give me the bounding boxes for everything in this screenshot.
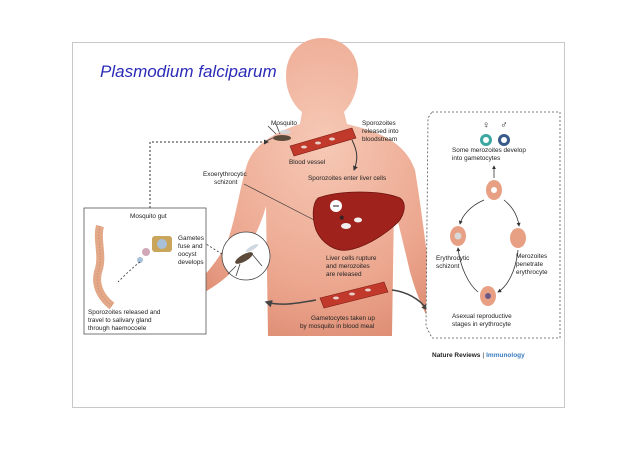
credit-journal: Nature Reviews [432,352,481,359]
label-mosquito: Mosquito [271,120,297,127]
slide-title: Plasmodium falciparum [100,62,277,81]
label-gametocytes-1: Gametocytes taken up [311,315,375,322]
liver-icon [312,191,405,251]
label-sporozoites-released-3: bloodstream [362,136,397,143]
arrow-cycle-4 [456,247,479,293]
credit-section: Immunology [486,352,525,359]
label-sporozoites-enter: Sporozoites enter liver cells [308,175,386,182]
pointer-exoerythrocytic [243,183,319,223]
label-asexual-2: stages in erythrocyte [452,321,511,328]
oocyst-icon [137,236,172,263]
female-symbol: ♀ [482,120,490,131]
arrow-cycle-2 [503,199,521,227]
gametocyte-female-icon [480,134,492,146]
label-erythrocytic-1: Erythrocytic [436,255,470,262]
label-exoerythrocytic-1: Exoerythrocytic [203,171,247,178]
erythrocyte-left-icon [450,226,466,246]
label-asexual-1: Asexual reproductive [452,313,512,320]
label-sporozoites-released-2: released into [362,128,399,135]
mosquito-circle [221,231,271,281]
arrow-cycle-3 [497,249,519,293]
label-sporozoites-travel-3: through haemocoele [88,325,147,332]
erythrocyte-bottom-icon [480,286,496,306]
label-sporozoites-released-1: Sporozoites [362,120,396,127]
label-gametes-1: Gametes [178,235,204,242]
erythrocyte-right-icon [510,228,526,248]
label-blood-vessel: Blood vessel [289,159,325,166]
gametocyte-male-icon [498,134,510,146]
male-symbol: ♂ [500,120,508,131]
label-sporozoites-travel-1: Sporozoites released and [88,309,161,316]
label-sporozoites-travel-2: travel to salivary gland [88,317,152,324]
label-merozoites-penetrate-1: Merozoites [516,253,547,260]
dotted-line-mosquito [205,243,223,255]
blood-vessel-icon [289,127,357,157]
label-gametes-3: oocyst [178,251,197,258]
label-erythrocytic-2: schizont [436,263,460,270]
gut-tube-icon [93,224,115,310]
label-mosquito-gut: Mosquito gut [130,213,167,220]
image-credit: Nature Reviews|Immunology [432,352,525,359]
mosquito-top-icon [263,123,291,143]
label-some-merozoites-2: into gametocytes [452,155,500,162]
human-body [196,38,450,336]
right-cycle-box [425,111,561,339]
erythrocyte-top-icon [486,180,502,200]
arrow-to-mosquito [264,299,317,308]
label-merozoites-penetrate-2: penetrate [516,261,543,268]
blood-vessel-bottom-icon [319,281,389,309]
label-liver-rupture-1: Liver cells rupture [326,255,377,262]
label-liver-rupture-3: are released [326,271,362,278]
arrow-cycle-1 [458,199,485,225]
label-gametes-2: fuse and [178,243,203,250]
arrow-bloodstream [351,139,358,171]
label-some-merozoites-1: Some merozoites develop [452,147,526,154]
label-merozoites-penetrate-3: erythrocyte [516,269,548,276]
label-gametes-4: develops [178,259,204,266]
label-exoerythrocytic-2: schizont [214,179,238,186]
mosquito-gut-box [83,207,207,335]
label-liver-rupture-2: and merozoites [326,263,370,270]
credit-separator: | [482,352,485,359]
dotted-path-top [149,139,269,208]
label-gametocytes-2: by mosquito in blood meal [300,323,374,330]
label-liver-cluster: ✺ [339,215,344,222]
